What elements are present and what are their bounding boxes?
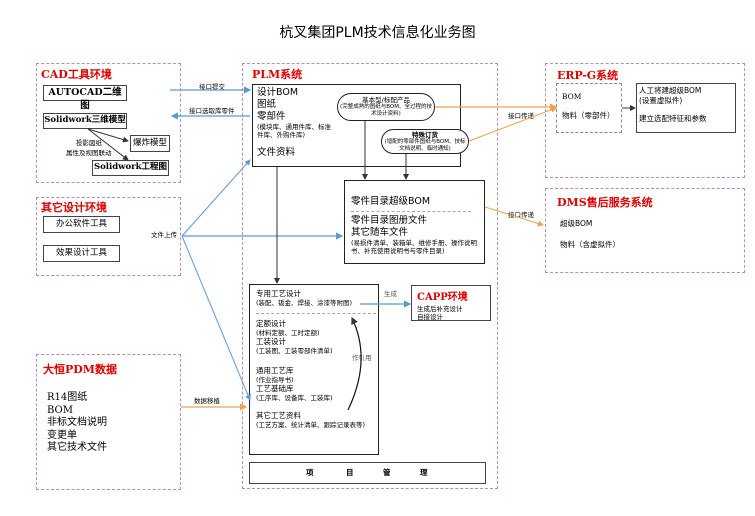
erp-title: ERP-G系统 — [557, 69, 619, 82]
pdm-items: R14图纸 BOM 非标文档说明 变更单 其它技术文件 — [47, 392, 107, 455]
other-design-title: 其它设计环境 — [41, 201, 107, 214]
project-management-bar: 项 目 管 理 — [249, 462, 486, 484]
pm-char: 理 — [420, 468, 428, 477]
catalog-box — [344, 180, 485, 264]
erp-right-line: 建立选配特征和参数 — [639, 114, 707, 123]
label-transfer-dms: 接口传递 — [508, 211, 534, 219]
pdm-item: 其它技术文件 — [47, 442, 107, 453]
solidwork-3d-box: Solidwork三维模型 — [43, 113, 127, 129]
catalog-line: 零件目录图册文件 — [351, 215, 428, 226]
assembly-model-box: 爆炸模型 — [130, 135, 170, 152]
design-bom-line: 设计BOM — [257, 87, 299, 98]
erp-right-line: (设置虚拟件) — [639, 96, 683, 105]
pdm-title: 大恒PDM数据 — [43, 363, 117, 376]
special-order-title: 特殊订货 — [412, 131, 438, 139]
cad-zone-title: CAD工具环境 — [41, 68, 112, 81]
catalog-content: 零件目录超级BOM 零件目录图册文件 其它随车文件 (易损件清单、装箱单、维修手… — [351, 196, 481, 255]
design-bom-content: 设计BOM 图纸 零部件 (模块库、通用件库、标准件库、外购件库) 文件资料 — [257, 87, 337, 159]
pdm-item: BOM — [47, 404, 73, 416]
pdm-item: R14图纸 — [47, 392, 88, 403]
process-dedicated: 专用工艺设计 — [256, 289, 301, 298]
design-files: 文件资料 — [257, 147, 296, 158]
process-tooling: 工装设计 — [256, 337, 286, 346]
process-ref-label: 作引用 — [352, 354, 372, 362]
process-other: 其它工艺资料 — [256, 411, 301, 420]
autocad-box: AUTOCAD二维图 — [43, 85, 127, 111]
process-general: 通用工艺库 — [256, 366, 294, 375]
label-migrate: 数据移植 — [194, 397, 220, 405]
cad-note-projection: 投影図纸 — [76, 139, 102, 147]
pdm-item: 非标文档说明 — [47, 417, 107, 428]
process-separator — [256, 313, 376, 314]
capp-line: 生成后补充设计 — [417, 305, 463, 313]
capp-title: CAPP环境 — [417, 292, 468, 303]
dms-line: 超级BOM — [560, 219, 593, 228]
process-base: 工艺基础库 — [256, 384, 294, 393]
design-bom-line: 图纸 — [257, 99, 277, 110]
erp-bom: BOM — [562, 92, 582, 101]
catalog-sub: (易损件清单、装箱单、维修手册、操作说明书、补充使用说明书与零件目录) — [351, 239, 478, 255]
label-fetch: 接口选取库零件 — [189, 107, 235, 115]
plm-title: PLM系统 — [252, 68, 303, 81]
cad-note-linkage: 属性及视图联动 — [66, 149, 112, 157]
label-generate: 生成 — [384, 290, 397, 298]
dms-line: 物料（含虚拟件） — [560, 240, 620, 249]
erp-super-bom-box: 人工将建超级BOM (设置虚拟件) 建立选配特征和参数 — [636, 83, 736, 133]
catalog-line: 其它随车文件 — [351, 227, 409, 238]
pm-char: 目 — [346, 468, 354, 477]
special-order-pill: 特殊订货 (增配的零部件图纸与BOM、技标文档说明、临时通知) — [381, 129, 469, 154]
process-quota-sub: (材料定额、工时定额) — [256, 329, 320, 337]
erp-right-line: 人工将建超级BOM — [639, 86, 702, 95]
process-tooling-sub: (工装图、工装零部件清单) — [256, 347, 333, 355]
pdm-zone — [36, 354, 181, 490]
office-tools-box: 办公软件工具 — [43, 216, 120, 233]
process-content: 专用工艺设计 (装配、钣金、焊接、涂漆等附图) 定额设计 (材料定额、工时定额)… — [256, 289, 376, 429]
basic-product-title: 基本型/标配产品 — [362, 96, 410, 104]
cad-zone — [36, 63, 181, 183]
process-other-sub: (工艺方案、统计清单、跟踪记录表等) — [256, 421, 366, 429]
erp-material: 物料（零部件） — [562, 111, 615, 120]
arrow-upload-process — [181, 235, 251, 401]
design-bom-line: 零部件 — [257, 111, 286, 122]
arrow-upload-design — [181, 159, 251, 237]
basic-product-pill: 基本型/标配产品 (完整成熟的图纸与BOM、全过程的技术设计资料) — [337, 93, 435, 121]
diagram-title: 杭叉集团PLM技术信息化业务图 — [279, 25, 476, 41]
label-transfer-erp: 接口传递 — [508, 112, 534, 120]
solidwork-drawing-box: Solidwork工程图 — [92, 160, 169, 176]
label-upload: 文件上传 — [151, 231, 177, 239]
pdm-item: 变更单 — [47, 429, 77, 441]
catalog-bom: 零件目录超级BOM — [351, 196, 431, 207]
dms-title: DMS售后服务系统 — [557, 196, 653, 209]
erp-bom-box: BOM 物料（零部件） — [556, 83, 622, 133]
catalog-separator — [351, 211, 471, 212]
effect-design-box: 效果设计工具 — [43, 245, 120, 262]
process-general-sub: (作业指导书) — [256, 376, 294, 384]
other-design-zone — [36, 197, 181, 276]
design-bom-sub: (模块库、通用件库、标准件库、外购件库) — [257, 123, 332, 139]
capp-line: 自接设计 — [417, 313, 443, 321]
process-dedicated-sub: (装配、钣金、焊接、涂漆等附图) — [256, 299, 353, 307]
pm-char: 项 — [306, 468, 314, 477]
label-submit: 接口提交 — [199, 83, 225, 91]
process-base-sub: (工序库、设备库、工装库) — [256, 394, 333, 402]
process-quota: 定额设计 — [256, 319, 286, 328]
special-order-sub: (增配的零部件图纸与BOM、技标文档说明、临时通知) — [384, 139, 466, 152]
capp-box: CAPP环境 生成后补充设计 自接设计 — [411, 285, 491, 321]
basic-product-sub: (完整成熟的图纸与BOM、全过程的技术设计资料) — [340, 104, 432, 117]
pm-char: 管 — [383, 468, 391, 477]
dms-zone — [545, 188, 745, 273]
